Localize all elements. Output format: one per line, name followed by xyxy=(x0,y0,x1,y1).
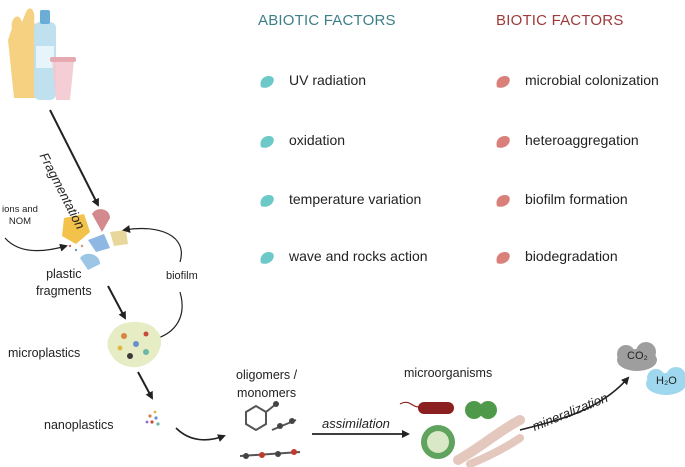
biofilm-label: biofilm xyxy=(166,270,198,282)
assimilation-label: assimilation xyxy=(322,416,390,431)
abiotic-factor-icon xyxy=(259,135,275,154)
co2-cloud xyxy=(617,342,657,371)
biotic-factor-label: microbial colonization xyxy=(525,72,659,88)
micro-to-nano-arrow xyxy=(137,371,153,400)
microorganisms-illustration xyxy=(399,401,525,467)
biotic-factor-label: biofilm formation xyxy=(525,191,628,207)
abiotic-factor-label: wave and rocks action xyxy=(289,248,428,264)
fragments-to-microplastics-arrow xyxy=(107,285,126,320)
biotic-factor-label: heteroaggregation xyxy=(525,132,639,148)
abiotic-factor-label: oxidation xyxy=(289,132,346,148)
biotic-factor-icon xyxy=(495,75,511,94)
h2o-cloud xyxy=(646,367,685,395)
biofilm-arrow-up xyxy=(122,225,182,263)
ions-arrow xyxy=(4,237,68,252)
plastic-waste-illustration xyxy=(8,8,76,100)
mineralization-arrow xyxy=(519,376,630,431)
nano-to-oligomers-arrow xyxy=(175,427,226,442)
h2o-label: H₂O xyxy=(656,375,677,387)
biotic-factor-icon xyxy=(495,135,511,154)
nanoplastics-illustration xyxy=(145,410,160,426)
biotic-factor-icon xyxy=(495,251,511,270)
plastic-fragments-label: plastic fragments xyxy=(36,267,92,298)
abiotic-factor-icon xyxy=(259,251,275,270)
biotic-header: BIOTIC FACTORS xyxy=(496,12,624,29)
abiotic-factor-label: UV radiation xyxy=(289,72,367,88)
abiotic-factor-label: temperature variation xyxy=(289,191,422,207)
oligomers-monomers-label: oligomers / monomers xyxy=(236,368,298,400)
biotic-factor-label: biodegradation xyxy=(525,248,618,264)
ions-nom-label: ions and NOM xyxy=(2,204,38,227)
abiotic-factor-icon xyxy=(259,194,275,213)
biotic-factor-icon xyxy=(495,194,511,213)
fragmentation-arrow xyxy=(49,109,99,207)
co2-label: CO₂ xyxy=(627,350,648,362)
abiotic-header: ABIOTIC FACTORS xyxy=(258,12,396,29)
nanoplastics-label: nanoplastics xyxy=(44,418,114,432)
oligomers-molecules-illustration xyxy=(239,401,301,459)
plastic-fragments-illustration xyxy=(62,209,128,270)
microorganisms-label: microorganisms xyxy=(404,366,493,380)
abiotic-factor-icon xyxy=(259,75,275,94)
microplastics-illustration xyxy=(107,322,162,368)
microplastics-label: microplastics xyxy=(8,346,81,360)
